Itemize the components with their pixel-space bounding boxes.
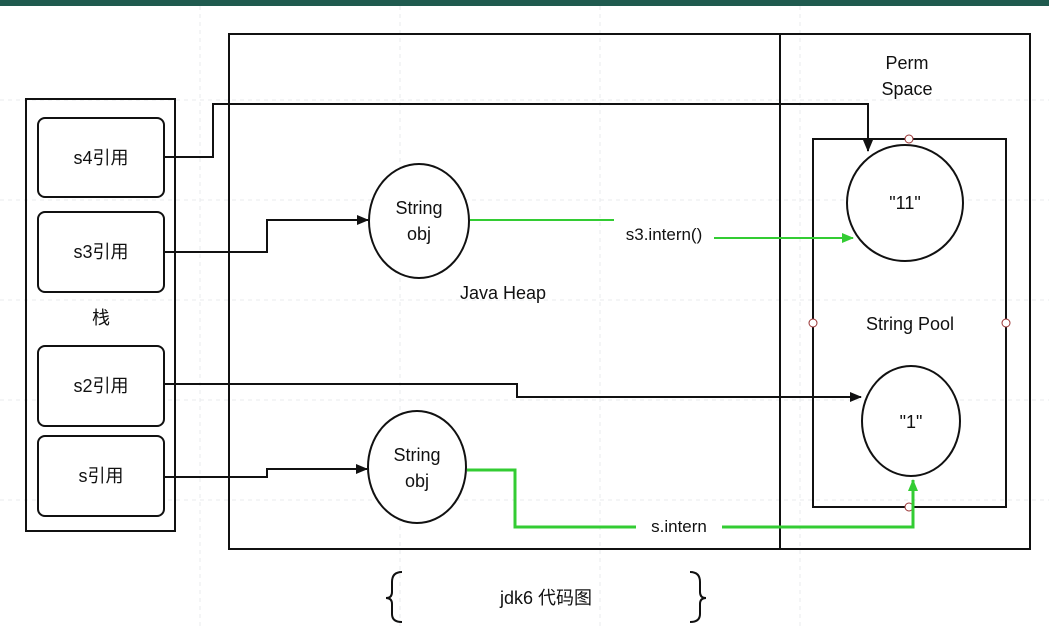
stack-ref-label: s4引用 xyxy=(73,148,128,168)
pool-entry-label: "11" xyxy=(889,193,920,213)
pool-entry-1[interactable]: "1" xyxy=(861,365,961,477)
stack-ref-label: s引用 xyxy=(79,466,124,486)
heap-string-obj-2[interactable]: String obj xyxy=(367,410,467,524)
pool-handle-right xyxy=(1001,318,1011,328)
stack-ref-label: s3引用 xyxy=(73,242,128,262)
caption-right-brace xyxy=(689,571,707,623)
pool-entry-label: "1" xyxy=(900,412,923,432)
stack-label: 栈 xyxy=(92,308,110,328)
heap-obj-line2: obj xyxy=(407,224,431,244)
heap-obj-line2: obj xyxy=(405,471,429,491)
arrow-s2-to-pool-1 xyxy=(164,383,862,402)
stack-ref-s2[interactable]: s2引用 xyxy=(37,345,165,427)
edge-s3-intern-label: s3.intern() xyxy=(626,225,703,244)
perm-label-line1: Perm xyxy=(885,53,928,73)
stack-ref-s[interactable]: s引用 xyxy=(37,435,165,517)
caption: jdk6 代码图 xyxy=(499,588,592,608)
pool-handle-top xyxy=(904,134,914,144)
edge-s-intern-left xyxy=(467,468,636,529)
heap-obj-line1: String xyxy=(395,198,442,218)
arrow-s3-to-heap-obj xyxy=(164,215,369,253)
perm-label-line2: Space xyxy=(881,79,932,99)
edge-s-intern-label: s.intern xyxy=(651,517,707,536)
pool-handle-left xyxy=(808,318,818,328)
caption-left-brace xyxy=(385,571,403,623)
heap-string-obj-1[interactable]: String obj xyxy=(368,163,470,279)
string-pool-label: String Pool xyxy=(866,314,954,334)
heap-obj-line1: String xyxy=(393,445,440,465)
java-heap-label: Java Heap xyxy=(460,283,546,303)
arrow-s4-to-pool-11 xyxy=(164,103,873,158)
stack-box xyxy=(25,98,176,532)
stack-ref-s3[interactable]: s3引用 xyxy=(37,211,165,293)
perm-space-box xyxy=(779,33,1031,550)
stack-ref-s4[interactable]: s4引用 xyxy=(37,117,165,198)
arrow-s-to-heap-obj xyxy=(164,464,368,478)
top-bar xyxy=(0,0,1049,6)
pool-entry-11[interactable]: "11" xyxy=(846,144,964,262)
edge-s-intern-right xyxy=(722,479,918,529)
stack-ref-label: s2引用 xyxy=(73,376,128,396)
